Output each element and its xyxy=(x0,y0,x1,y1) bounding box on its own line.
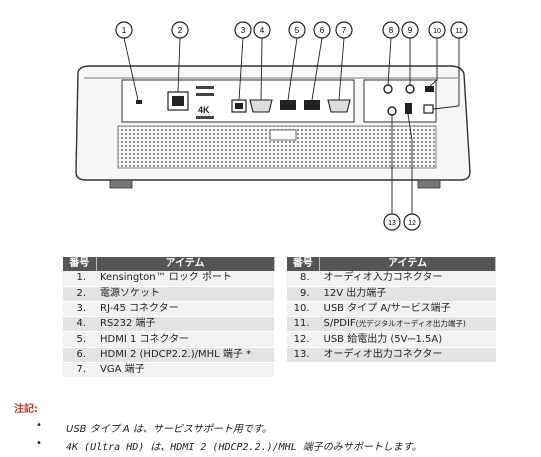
callout-10: 10 xyxy=(428,21,446,39)
note-item: 4K (Ultra HD) は、HDMI 2 (HDCP2.2.)/MHL 端子… xyxy=(66,442,422,453)
row-item-text: S/PDIF xyxy=(323,318,356,330)
callout-label: 11 xyxy=(455,28,462,35)
usb-power-port-icon xyxy=(405,103,412,114)
table-row: 1. Kensington™ ロック ポート 8. オーディオ入力コネクター xyxy=(63,271,496,287)
note-item: USB タイプ A は、サービスサポート用です。 xyxy=(66,424,272,435)
row-number: 6. xyxy=(63,347,96,364)
audio-in-jack-icon xyxy=(383,84,393,94)
hdmi1-port-icon xyxy=(280,100,296,110)
callout-label: 2 xyxy=(178,26,183,35)
kensington-port-icon xyxy=(136,100,142,104)
callout-label: 4 xyxy=(260,26,265,35)
callout-label: 9 xyxy=(408,26,413,35)
row-item: S/PDIF(光デジタルオーディオ出力端子) xyxy=(319,316,496,333)
row-item: USB 給電出力 (5V⎓1.5A) xyxy=(319,331,496,348)
header-no-right: 番号 xyxy=(286,257,320,272)
row-number: 3. xyxy=(63,301,96,318)
row-number: 1. xyxy=(63,271,96,287)
table-row: 5. HDMI 1 コネクター 12. USB 給電出力 (5V⎓1.5A) xyxy=(63,331,496,348)
callout-label: 5 xyxy=(295,26,300,35)
table-row: 4. RS232 端子 11. S/PDIF(光デジタルオーディオ出力端子) xyxy=(63,316,496,333)
bullet-icon: • xyxy=(36,420,42,431)
callout-7: 7 xyxy=(335,21,353,39)
callout-label: 6 xyxy=(320,26,325,35)
vga-port-icon xyxy=(327,99,351,113)
row-item: RJ-45 コネクター xyxy=(96,301,274,318)
callout-5: 5 xyxy=(288,21,306,39)
left-foot xyxy=(109,179,133,189)
certification-logos: 4K xyxy=(196,86,214,119)
row-item: VGA 端子 xyxy=(96,362,274,379)
row-number: 2. xyxy=(63,286,96,302)
row-number: 10. xyxy=(286,301,320,318)
projector-rear-panel-diagram: 4K xyxy=(75,21,471,231)
row-number: 4. xyxy=(63,316,96,333)
callout-3: 3 xyxy=(234,21,252,39)
callout-13: 13 xyxy=(383,213,401,231)
hdmi2-port-icon xyxy=(304,100,320,110)
row-item: HDMI 1 コネクター xyxy=(96,331,274,348)
table-row: 2. 電源ソケット 9. 12V 出力端子 xyxy=(63,286,496,302)
4k-logo: 4K xyxy=(198,105,210,115)
right-foot xyxy=(417,179,441,189)
spdif-port-icon xyxy=(423,104,434,114)
row-number: 12. xyxy=(286,331,320,348)
table-row: 3. RJ-45 コネクター 10. USB タイプ A/サービス端子 xyxy=(63,301,496,318)
callout-2: 2 xyxy=(171,21,189,39)
audio-out-jack-icon xyxy=(387,106,397,116)
callout-6: 6 xyxy=(313,21,331,39)
row-item: Kensington™ ロック ポート xyxy=(96,271,274,287)
table-row: 7. VGA 端子 xyxy=(63,362,496,379)
header-item-left: アイテム xyxy=(96,257,275,272)
table-header-row: 番号 アイテム 番号 アイテム xyxy=(63,257,496,272)
rj45-port-icon xyxy=(231,99,247,113)
callout-label: 10 xyxy=(433,28,441,35)
row-item: RS232 端子 xyxy=(96,316,274,333)
row-number: 5. xyxy=(63,331,96,348)
table-row: 6. HDMI 2 (HDCP2.2.)/MHL 端子 * 13. オーディオ出… xyxy=(63,347,496,364)
header-item-right: アイテム xyxy=(319,257,496,272)
callout-label: 12 xyxy=(408,220,416,227)
callout-4: 4 xyxy=(253,21,271,39)
audio-panel xyxy=(363,79,437,123)
callout-12: 12 xyxy=(403,213,421,231)
row-item: 12V 出力端子 xyxy=(319,286,496,302)
row-item-subnote: (光デジタルオーディオ出力端子) xyxy=(355,319,466,329)
vent-label-plate xyxy=(269,129,297,141)
callout-1: 1 xyxy=(115,21,133,39)
callout-label: 8 xyxy=(389,26,394,35)
row-item: オーディオ入力コネクター xyxy=(319,271,496,287)
header-no-left: 番号 xyxy=(63,257,97,272)
row-number: 8. xyxy=(286,271,320,287)
row-item: HDMI 2 (HDCP2.2.)/MHL 端子 * xyxy=(96,347,274,364)
row-number: 9. xyxy=(286,286,320,302)
power-socket-icon xyxy=(167,91,189,111)
callout-8: 8 xyxy=(382,21,400,39)
row-item: オーディオ出力コネクター xyxy=(319,347,496,364)
row-number: 13. xyxy=(286,347,320,364)
12v-out-jack-icon xyxy=(405,84,415,94)
callout-9: 9 xyxy=(401,21,419,39)
row-number: 11. xyxy=(286,316,320,333)
callout-label: 7 xyxy=(342,26,347,35)
callout-11: 11 xyxy=(450,21,468,39)
row-item: USB タイプ A/サービス端子 xyxy=(319,301,496,318)
callout-label: 13 xyxy=(388,220,396,227)
callout-label: 1 xyxy=(122,26,127,35)
rs232-port-icon xyxy=(249,99,273,113)
row-item: 電源ソケット xyxy=(96,286,274,302)
notes-title: 注記: xyxy=(14,404,38,415)
callout-label: 3 xyxy=(241,26,246,35)
ports-table: 番号 アイテム 番号 アイテム 1. Kensington™ ロック ポート 8… xyxy=(63,257,496,379)
bullet-icon: • xyxy=(36,438,42,449)
row-number: 7. xyxy=(63,362,96,379)
usb-service-port-icon xyxy=(425,86,434,92)
